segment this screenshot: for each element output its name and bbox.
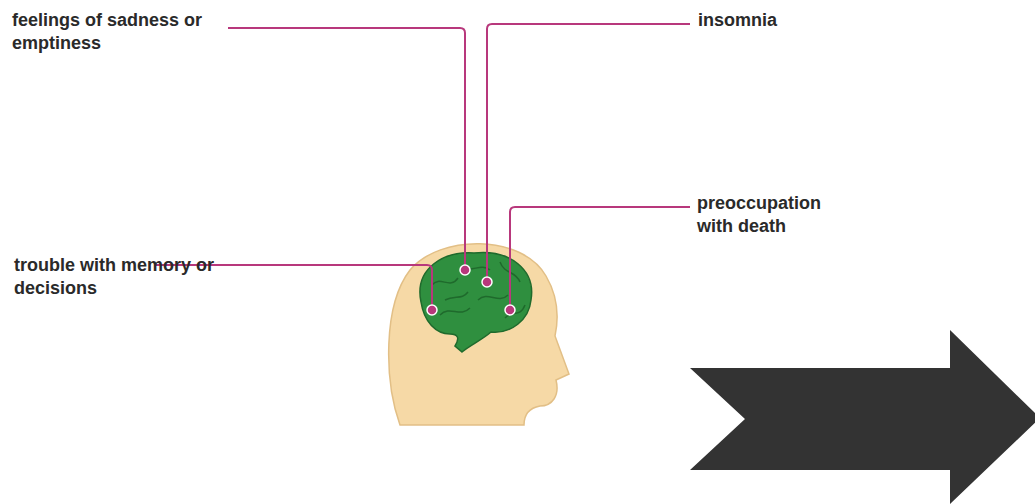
leader-line bbox=[487, 24, 690, 282]
leader-dot bbox=[505, 305, 515, 315]
leader-line bbox=[510, 207, 690, 310]
symptom-label: insomnia bbox=[698, 9, 898, 32]
symptom-label: preoccupation with death bbox=[697, 192, 857, 238]
next-arrow bbox=[690, 330, 1035, 504]
brain bbox=[420, 253, 532, 352]
head-silhouette bbox=[389, 244, 569, 425]
symptom-label: feelings of sadness or emptiness bbox=[12, 9, 227, 55]
symptom-label: trouble with memory or decisions bbox=[14, 254, 239, 300]
leader-lines bbox=[155, 24, 690, 310]
brain-folds bbox=[432, 262, 525, 318]
leader-dot bbox=[460, 265, 470, 275]
leader-dot bbox=[427, 305, 437, 315]
leader-line bbox=[228, 28, 465, 270]
leader-dot bbox=[482, 277, 492, 287]
leader-dots bbox=[427, 265, 515, 315]
